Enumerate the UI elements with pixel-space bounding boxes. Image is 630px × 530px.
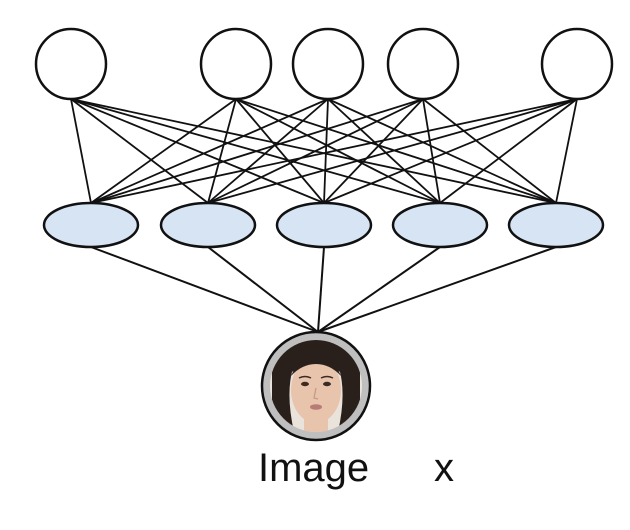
caption-image-label: Image	[258, 446, 370, 490]
output-node-5	[540, 27, 614, 101]
edge-hidden-5-input	[317, 246, 557, 333]
edge-top-4-hidden-1	[90, 98, 424, 204]
edge-top-4-hidden-5	[422, 98, 557, 204]
edge-top-4-hidden-4	[422, 98, 441, 204]
edge-top-5-hidden-3	[323, 98, 578, 204]
face-photo-icon	[270, 340, 362, 432]
edge-top-4-hidden-2	[207, 98, 424, 204]
caption-variable-label: x	[434, 446, 454, 490]
edge-hidden-3-input	[317, 246, 325, 333]
edges-hidden-to-input	[90, 246, 557, 333]
hidden-layer	[42, 201, 605, 249]
edge-top-2-hidden-3	[235, 98, 325, 204]
hidden-node-1	[42, 201, 140, 249]
output-node-1	[34, 27, 108, 101]
edge-hidden-1-input	[90, 246, 319, 333]
edge-top-5-hidden-1	[90, 98, 578, 204]
output-layer	[34, 27, 614, 101]
output-node-4	[386, 27, 460, 101]
edge-top-5-hidden-4	[439, 98, 578, 204]
hidden-node-2	[159, 201, 257, 249]
edge-hidden-2-input	[207, 246, 319, 333]
edge-top-5-hidden-2	[207, 98, 578, 204]
edge-top-1-hidden-1	[70, 98, 92, 204]
edge-top-2-hidden-2	[207, 98, 237, 204]
edge-top-2-hidden-1	[90, 98, 237, 204]
hidden-node-3	[275, 201, 373, 249]
edge-top-1-hidden-2	[70, 98, 209, 204]
edge-top-3-hidden-2	[207, 98, 329, 204]
input-node	[260, 330, 372, 442]
output-node-2	[199, 27, 273, 101]
hidden-node-4	[391, 201, 489, 249]
edges-top-to-hidden	[70, 98, 578, 204]
edge-top-5-hidden-5	[555, 98, 578, 204]
hidden-node-5	[507, 201, 605, 249]
edge-hidden-4-input	[317, 246, 441, 333]
edge-top-3-hidden-4	[327, 98, 441, 204]
edge-top-3-hidden-3	[323, 98, 329, 204]
output-node-3	[291, 27, 365, 101]
edge-top-3-hidden-1	[90, 98, 329, 204]
edge-top-1-hidden-3	[70, 98, 325, 204]
edge-top-4-hidden-3	[323, 98, 424, 204]
